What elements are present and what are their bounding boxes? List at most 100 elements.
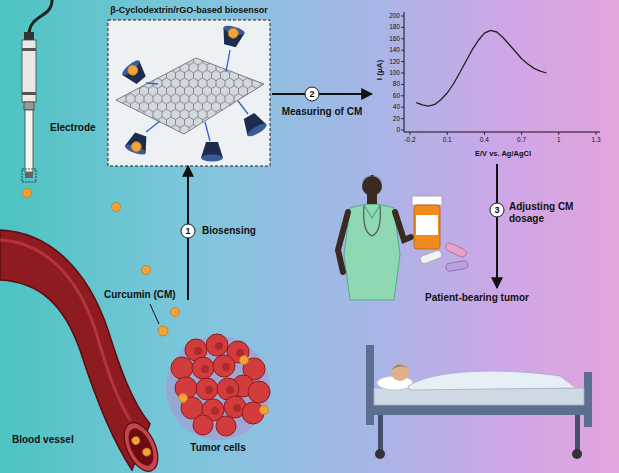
electrode-joint [24, 102, 34, 110]
biosensor-inset: β-Cyclodextrin/rGO-based biosensor [106, 2, 272, 166]
tumor-cell [196, 378, 218, 400]
cell-nucleus [205, 386, 213, 394]
y-ticks [401, 16, 404, 130]
tip-zoom-box [22, 169, 36, 182]
tick-mark [401, 130, 404, 131]
doctor-scrubs [344, 204, 400, 300]
tick-label: 1.3 [591, 137, 600, 144]
tick-label: 0.1 [443, 137, 452, 144]
tumor-cell [193, 415, 213, 435]
curcumin-ball [130, 140, 143, 153]
patient-hair [391, 364, 408, 370]
electrode-band [22, 48, 36, 51]
tumor-cell [216, 416, 236, 436]
vessel-section [117, 418, 164, 473]
patient-group: Patient-bearing tumor [360, 288, 595, 466]
tick-label: 20 [393, 115, 400, 122]
tumor-cell [171, 357, 193, 379]
pill-capsule [419, 249, 442, 264]
group-label: Tumor cells [190, 442, 245, 454]
part-label: Blood vessel [12, 434, 74, 446]
y-axis [404, 12, 405, 132]
electrode-cap [24, 32, 34, 40]
doctor-hair [362, 175, 383, 182]
tick-label: 0 [396, 127, 400, 134]
curcumin-ball [158, 326, 168, 336]
leader-line [150, 304, 159, 324]
tick-mark [401, 61, 404, 62]
tick-label: 140 [389, 47, 400, 54]
bottle-cap [412, 196, 442, 205]
tumor-cell [213, 355, 235, 377]
tick-mark [521, 132, 522, 135]
tick-label: 100 [389, 70, 400, 77]
cell-nucleus [215, 342, 223, 350]
curcumin-ball [126, 63, 140, 77]
axis-title: I (μA) [375, 60, 384, 80]
bed-wheel [375, 449, 385, 459]
tick-mark [401, 50, 404, 51]
curcumin-ball [112, 203, 121, 212]
part-label: Curcumin (CM) [104, 289, 176, 301]
curcumin-ball [142, 266, 151, 275]
tumor-group: Tumor cells [168, 300, 268, 460]
bed-leg [575, 415, 580, 450]
curcumin-ball [130, 435, 141, 446]
electrode-shaft [25, 110, 33, 172]
tick-mark [401, 84, 404, 85]
tick-label: 200 [389, 13, 400, 20]
tick-label: 80 [393, 81, 400, 88]
tick-mark [558, 132, 559, 135]
step-caption: Adjusting CM dosage [509, 201, 589, 224]
tick-mark [401, 38, 404, 39]
tick-mark [401, 73, 404, 74]
bed-footboard [584, 372, 592, 427]
cell-nucleus [226, 386, 234, 394]
tick-label: 120 [389, 58, 400, 65]
cyclodextrin [239, 111, 268, 139]
tick-label: 0.4 [480, 137, 489, 144]
bed-wheel [572, 449, 582, 459]
electrode-cable [29, 0, 52, 34]
doctor-head [362, 176, 382, 196]
tumor-cell [248, 381, 270, 403]
step-caption: Biosensing [202, 225, 256, 237]
tether [205, 122, 210, 141]
electrode-tip [25, 172, 33, 178]
pill-bottle [414, 205, 440, 249]
tick-mark [447, 132, 448, 135]
scrubs-collar [364, 205, 380, 218]
flow-arrow [496, 164, 498, 288]
tick-mark [401, 95, 404, 96]
inset-title: β-Cyclodextrin/rGO-based biosensor [110, 5, 268, 15]
doctor-arm [338, 212, 348, 272]
inset-frame [108, 20, 270, 166]
cell-nucleus [201, 365, 209, 373]
curcumin-ball [227, 27, 239, 39]
graphene-mesh [116, 58, 264, 134]
bottle-label [416, 215, 438, 235]
tether [146, 83, 158, 84]
tumor-mass [171, 334, 270, 436]
tick-label: -0.2 [404, 137, 415, 144]
vessel-highlight [0, 240, 130, 420]
tick-mark [401, 107, 404, 108]
tick-mark [596, 132, 597, 135]
cyclodextrin-rim [201, 155, 223, 162]
graphene-sheet [116, 58, 264, 134]
tick-mark [410, 132, 411, 135]
vessel-lumen [123, 425, 158, 470]
tumor-cell [206, 334, 228, 356]
tumor-cell [192, 357, 214, 379]
curcumin-ball [179, 394, 188, 403]
curcumin-ball [240, 356, 249, 365]
tether [226, 50, 230, 72]
pill-capsule [444, 242, 467, 259]
doctor-arm [395, 212, 411, 240]
flow-arrow [272, 93, 372, 95]
axis-title: E/V vs. Ag/AgCl [475, 150, 531, 159]
cyclodextrin-rim [246, 121, 269, 138]
cyclodextrin-rim [120, 58, 141, 78]
cell-nucleus [233, 404, 241, 412]
